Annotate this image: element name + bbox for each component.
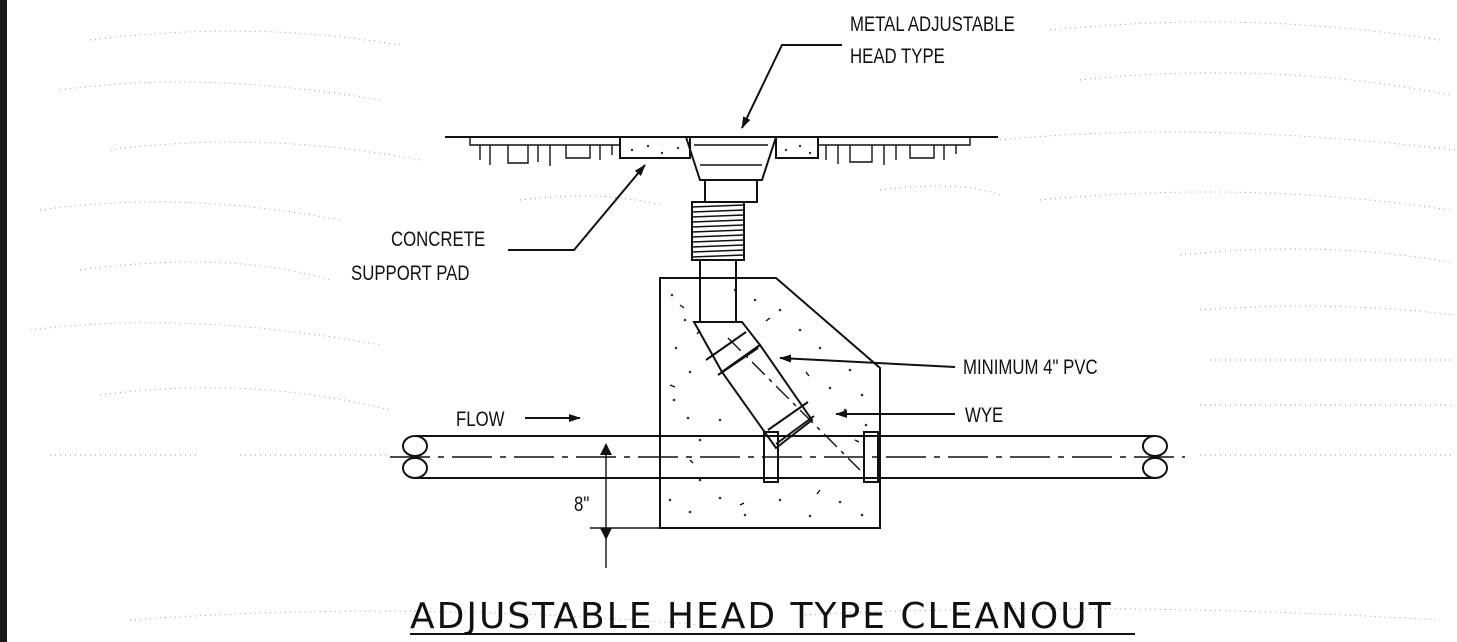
concrete-pad-label-line2: SUPPORT PAD [351,262,469,285]
threaded-riser [691,201,745,261]
ground-surface [445,136,998,166]
pvc-bend-and-diagonal [692,321,861,471]
concrete-support-pad [619,137,819,159]
drawing-title: ADJUSTABLE HEAD TYPE CLEANOUT [410,596,1113,637]
pvc-label: MINIMUM 4" PVC [963,356,1098,379]
riser-pipe [699,259,737,323]
page-border [0,0,7,642]
head-type-label-line1: METAL ADJUSTABLE [850,13,1015,36]
pad-stipple [630,144,812,155]
head-type-label-line2: HEAD TYPE [850,45,945,68]
depth-label: 8" [574,493,589,516]
concrete-pad-label-line1: CONCRETE [391,228,485,251]
flow-label: FLOW [456,408,505,431]
leader-lines [508,44,956,422]
depth-dimension [590,443,662,568]
background-stipple [29,21,1456,626]
concrete-encasement [659,277,881,529]
metal-adjustable-head [682,136,782,203]
wye-label: WYE [965,404,1003,427]
main-pipe [390,431,1185,483]
